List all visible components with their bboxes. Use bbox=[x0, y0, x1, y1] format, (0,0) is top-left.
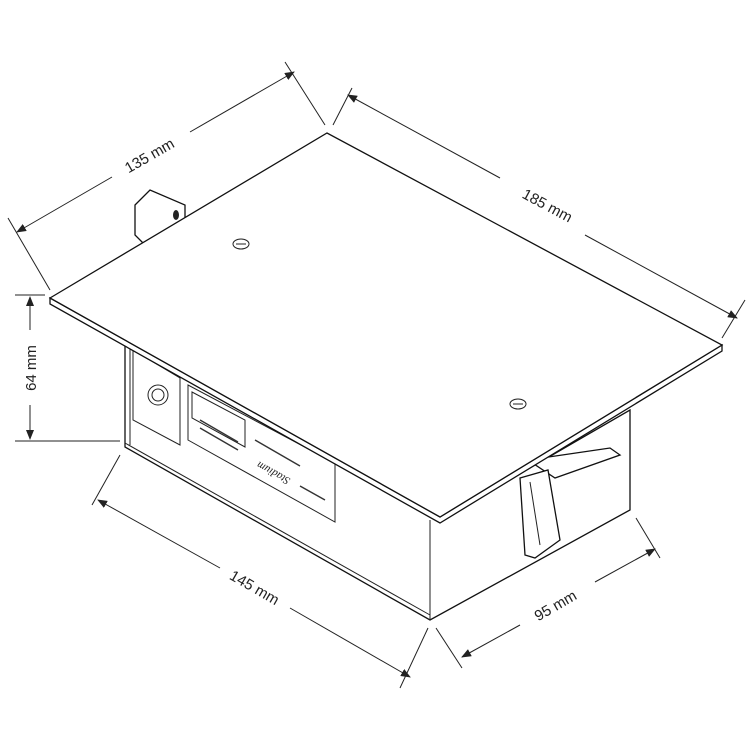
screw-icon bbox=[509, 398, 527, 410]
screw-icon bbox=[232, 238, 250, 250]
dimension-label: 95 mm bbox=[532, 587, 580, 625]
dimension-64: 64 mm bbox=[15, 294, 120, 442]
dimension-label: 185 mm bbox=[519, 186, 575, 226]
dimension-label: 64 mm bbox=[23, 345, 40, 391]
dimension-label: 145 mm bbox=[227, 567, 282, 609]
top-cover bbox=[48, 132, 724, 524]
dimension-label: 135 mm bbox=[122, 135, 177, 177]
latch-handle bbox=[519, 447, 622, 559]
power-switch-icon bbox=[147, 384, 169, 406]
